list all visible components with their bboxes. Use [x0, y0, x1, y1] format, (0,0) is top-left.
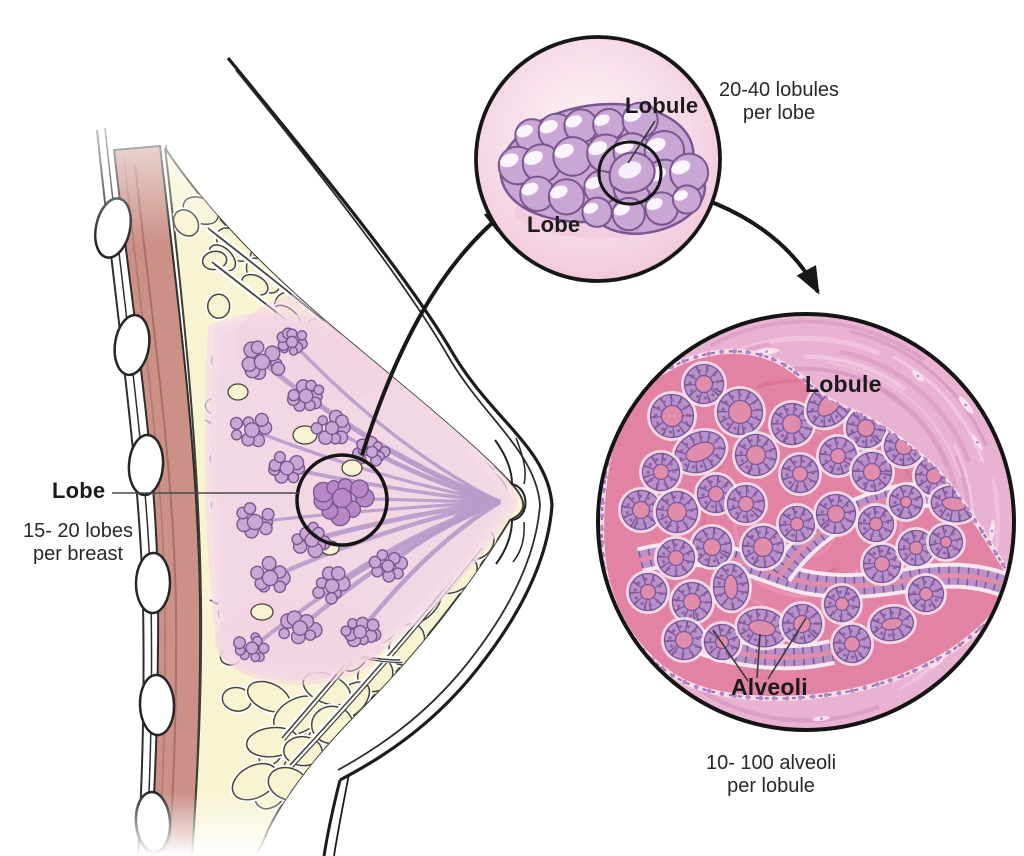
top-fade: [55, 80, 217, 245]
alveoli-leader-lines: [712, 617, 807, 682]
rib: [113, 313, 151, 377]
label-lobule-inset-top: Lobule: [625, 93, 699, 118]
caption-line: per lobe: [742, 102, 816, 124]
mammary-gland: [204, 290, 518, 685]
breast-outline: [226, 56, 554, 856]
bottom-fade: [50, 792, 312, 856]
lobe-highlight-ring: [295, 453, 389, 547]
caption-lobules-per-lobe: 20-40 lobules per lobe: [700, 79, 858, 125]
caption-lobes-per-breast: 15- 20 lobes per breast: [6, 520, 150, 566]
label-alveoli: Alveoli: [731, 674, 808, 700]
lobule-leader-line: [627, 120, 656, 164]
caption-line: per lobule: [727, 775, 815, 797]
label-lobe-inset-top: Lobe: [527, 212, 581, 237]
caption-line: 20-40 lobules: [718, 79, 840, 101]
torso-line: [333, 773, 350, 856]
label-lobule-inset-big: Lobule: [805, 371, 882, 397]
lobe-cluster: [497, 101, 710, 238]
skin-outer-line: [226, 56, 554, 782]
rib: [127, 433, 165, 497]
caption-line: 10- 100 alveoli: [705, 752, 837, 774]
lobe-clusters: [229, 327, 409, 663]
skin-inner-line: [235, 69, 541, 771]
caption-line: per breast: [32, 543, 124, 565]
rib: [138, 673, 176, 737]
zoom-arrow-to-lobe-inset-icon: [360, 206, 513, 456]
nipple-profile: [494, 439, 527, 565]
caption-line: 15- 20 lobes: [22, 520, 134, 542]
label-lobe-main: Lobe: [52, 478, 106, 503]
caption-alveoli-per-lobule: 10- 100 alveoli per lobule: [688, 752, 854, 798]
lobe-inset-circle: [474, 35, 722, 283]
torso-line: [322, 779, 342, 856]
areola-line: [512, 437, 526, 563]
lobule-magnifier-ring: [597, 140, 663, 206]
rib: [134, 551, 172, 615]
muscle-fiber-line: [134, 164, 178, 856]
lobule-inset-circle: [596, 312, 1016, 732]
